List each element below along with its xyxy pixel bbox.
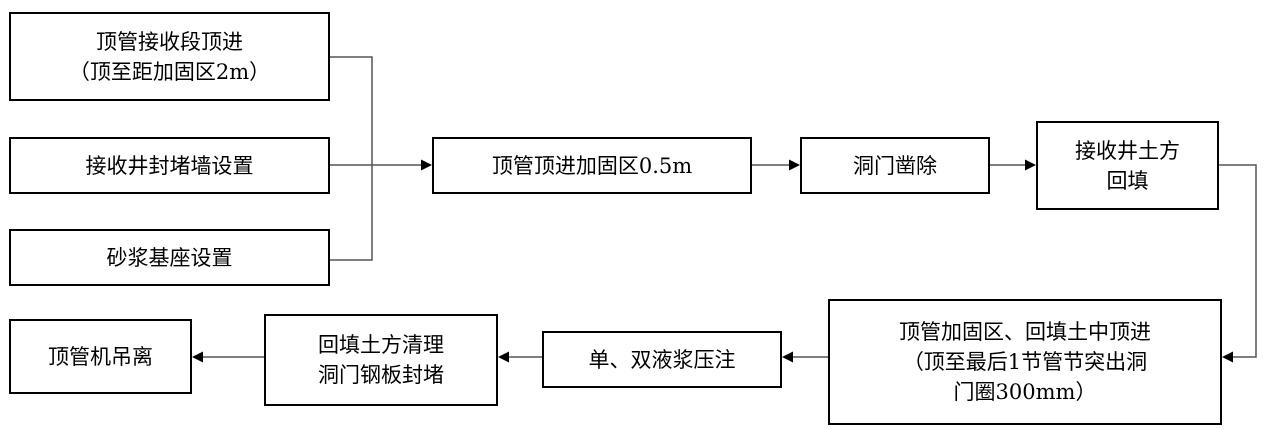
connector-receive-jacking bbox=[330, 56, 373, 261]
connector-backfill-to-through bbox=[1219, 164, 1257, 358]
receive-jacking-box: 顶管接收段顶进 （顶至距加固区2m） bbox=[9, 12, 330, 101]
arrowhead-to-backfill bbox=[1025, 159, 1036, 171]
seal-wall-box: 接收井封堵墙设置 bbox=[9, 137, 330, 194]
backfill-well-box: 接收井土方 回填 bbox=[1036, 121, 1219, 210]
lift-machine-box: 顶管机吊离 bbox=[9, 319, 192, 394]
portal-chisel-box: 洞门凿除 bbox=[800, 137, 990, 194]
arrowhead-to-lift bbox=[192, 351, 203, 363]
arrowhead-to-grouting bbox=[782, 351, 793, 363]
grouting-box: 单、双液浆压注 bbox=[542, 331, 782, 388]
arrowhead-to-jack bbox=[421, 159, 432, 171]
arrowhead-to-chisel bbox=[789, 159, 800, 171]
arrowhead-to-through bbox=[1222, 351, 1233, 363]
jack-reinforce-box: 顶管顶进加固区0.5m bbox=[432, 137, 752, 194]
mortar-base-box: 砂浆基座设置 bbox=[9, 229, 330, 286]
jack-through-box: 顶管加固区、回填土中顶进 （顶至最后1节管节突出洞 门圈300mm） bbox=[828, 299, 1222, 425]
clean-seal-box: 回填土方清理 洞门钢板封堵 bbox=[264, 314, 498, 406]
arrowhead-to-clean bbox=[498, 351, 509, 363]
